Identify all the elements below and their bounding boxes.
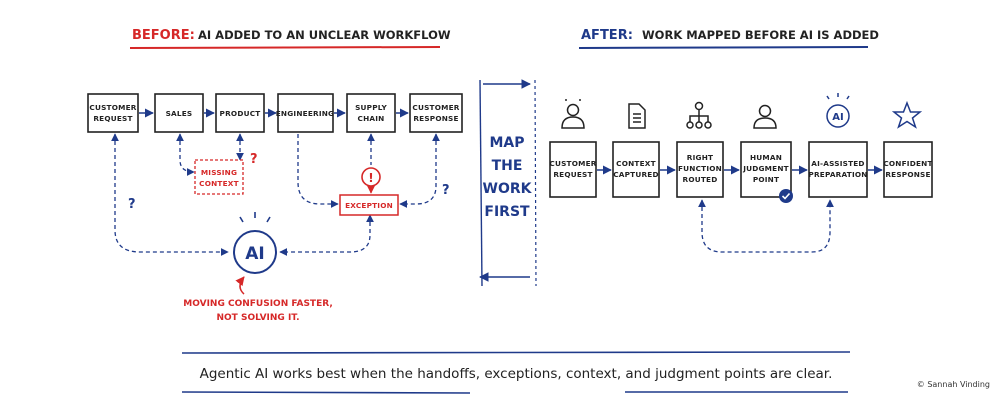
after-step-customer-request: CUSTOMER REQUEST: [549, 141, 597, 198]
after-step-confident-response: CONFIDENT RESPONSE: [883, 141, 933, 198]
alert-exclamation: !: [368, 171, 373, 185]
before-title-prefix: BEFORE:: [132, 28, 195, 43]
map-line-3: WORK: [483, 181, 533, 197]
before-step-supply-chain: SUPPLY CHAIN: [346, 93, 396, 133]
step-label-line1: CONTEXT: [616, 159, 656, 168]
exception-label: EXCEPTION: [345, 201, 393, 210]
before-step-product: PRODUCT: [215, 93, 265, 133]
after-step-ai-assisted-preparation: AI-ASSISTED PREPARATION: [808, 141, 868, 198]
caption-line2: NOT SOLVING IT.: [217, 313, 300, 323]
ai-icon: [826, 93, 850, 128]
ai-icon-label: AI: [832, 112, 843, 123]
document-icon: [628, 103, 646, 129]
step-label-line2: REQUEST: [553, 170, 592, 179]
check-badge-icon: [779, 189, 793, 203]
after-title-underline: [578, 46, 869, 49]
question-mark-left: ?: [128, 197, 136, 212]
before-title-text: AI ADDED TO AN UNCLEAR WORKFLOW: [198, 28, 451, 42]
step-label-line2: RESPONSE: [885, 170, 930, 179]
before-step-customer-request: CUSTOMER REQUEST: [87, 93, 139, 133]
before-dashed-connectors: [111, 133, 440, 256]
missing-context-line2: CONTEXT: [199, 179, 239, 188]
footer-text: Agentic AI works best when the handoffs,…: [200, 366, 833, 382]
before-step-sales: SALES: [154, 93, 204, 133]
step-label-line3: ROUTED: [683, 175, 718, 184]
after-icons: [561, 93, 923, 129]
before-step-customer-response: CUSTOMER RESPONSE: [409, 93, 463, 133]
missing-context-box: MISSING CONTEXT: [194, 159, 244, 195]
org-chart-icon: [686, 101, 712, 129]
before-title: BEFORE: AI ADDED TO AN UNCLEAR WORKFLOW: [129, 28, 451, 49]
step-label-line2: FUNCTION: [678, 164, 722, 173]
step-label-line1: HUMAN: [750, 153, 782, 162]
step-label-line1: CUSTOMER: [89, 103, 136, 112]
exception-alert-icon: !: [361, 167, 381, 187]
step-label-line2: REQUEST: [93, 114, 132, 123]
step-label-line1: CONFIDENT: [883, 159, 932, 168]
after-step-right-function-routed: RIGHT FUNCTION ROUTED: [676, 141, 724, 198]
step-label-line1: SUPPLY: [355, 103, 387, 112]
map-line-4: FIRST: [484, 204, 530, 220]
step-label-line1: RIGHT: [687, 153, 713, 162]
step-label-line2: JUDGMENT: [742, 164, 789, 173]
step-label-line1: CUSTOMER: [549, 159, 596, 168]
after-title: AFTER: WORK MAPPED BEFORE AI IS ADDED: [578, 28, 879, 49]
before-flow: CUSTOMER REQUEST SALES PRODUCT ENGINEERI…: [87, 93, 463, 323]
before-title-underline: [129, 46, 441, 49]
after-title-text: WORK MAPPED BEFORE AI IS ADDED: [642, 28, 879, 42]
after-title-prefix: AFTER:: [581, 28, 633, 43]
step-label-line1: PRODUCT: [220, 109, 261, 118]
feedback-loop-connector: [698, 199, 834, 253]
caption-line1: MOVING CONFUSION FASTER,: [183, 299, 333, 309]
step-label-line2: RESPONSE: [413, 114, 458, 123]
caption-arrow: [235, 276, 245, 295]
footer-banner: Agentic AI works best when the handoffs,…: [181, 351, 990, 394]
step-label-line1: SALES: [166, 109, 193, 118]
step-label-line2: PREPARATION: [808, 170, 867, 179]
credit-text: © Sannah Vinding: [917, 380, 990, 389]
person-icon: [561, 99, 585, 129]
person-icon: [753, 104, 777, 129]
ai-rays-icon: [239, 212, 271, 223]
before-step-engineering: ENGINEERING: [276, 93, 335, 133]
step-label-line2: CAPTURED: [613, 170, 659, 179]
step-label-line1: AI-ASSISTED: [811, 159, 864, 168]
map-line-2: THE: [492, 158, 523, 174]
map-line-1: MAP: [489, 135, 524, 151]
step-label-line3: POINT: [753, 175, 779, 184]
after-step-context-captured: CONTEXT CAPTURED: [612, 141, 660, 198]
missing-context-line1: MISSING: [201, 168, 237, 177]
missing-context-question-mark: ?: [250, 152, 258, 167]
ai-circle-label: AI: [245, 244, 264, 264]
step-label-line1: ENGINEERING: [276, 109, 335, 118]
exception-box: EXCEPTION: [339, 194, 399, 216]
step-label-line1: CUSTOMER: [412, 103, 459, 112]
star-icon: [891, 100, 923, 129]
ai-circle: AI: [233, 212, 277, 274]
step-label-line2: CHAIN: [358, 114, 385, 123]
after-flow: AI CUSTOMER REQUEST CONTEXT CAPTURED RIG…: [549, 93, 933, 253]
map-the-work-divider: MAP THE WORK FIRST: [479, 79, 537, 287]
after-step-human-judgment-point: HUMAN JUDGMENT POINT: [740, 141, 793, 203]
question-mark-right: ?: [442, 183, 450, 198]
